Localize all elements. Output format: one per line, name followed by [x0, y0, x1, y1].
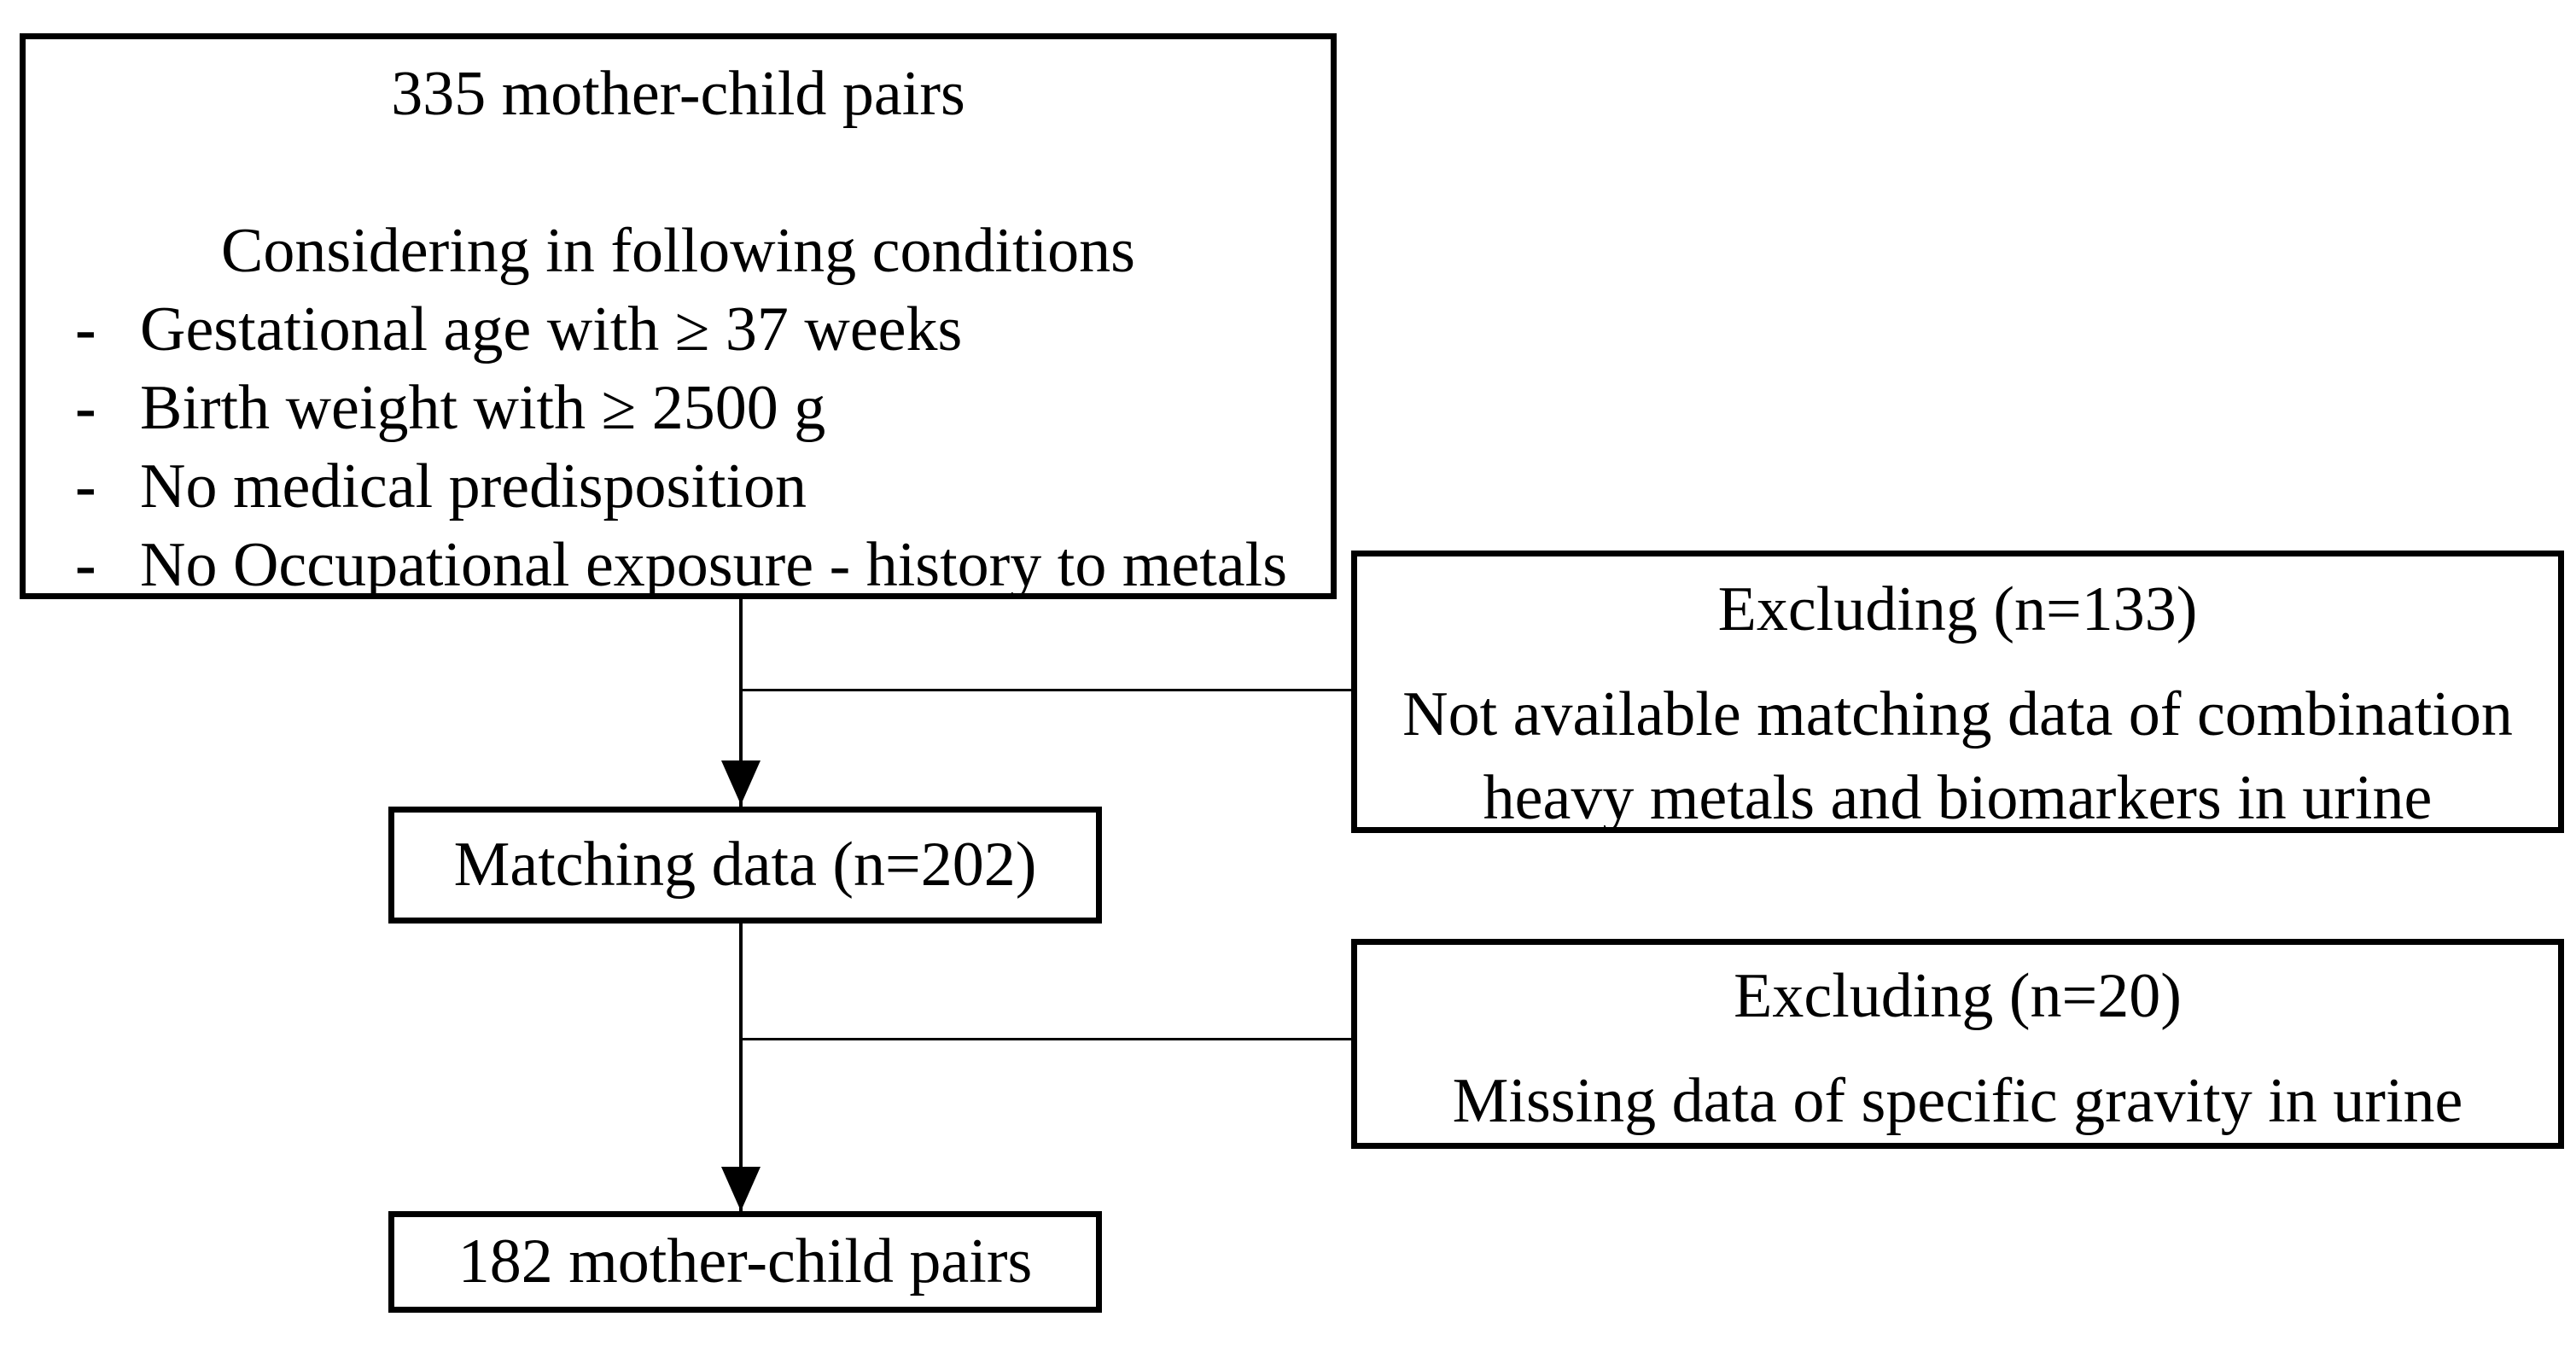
excluding-133-box: Excluding (n=133) Not available matching… — [1351, 551, 2564, 833]
connector-line-vertical-1 — [739, 599, 743, 807]
arrow-down-icon — [721, 1167, 761, 1211]
condition-item: - Birth weight with ≥ 2500 g — [26, 369, 1331, 447]
connector-line-branch-1 — [741, 689, 1351, 691]
condition-text: Gestational age with ≥ 37 weeks — [140, 294, 963, 364]
excluding-133-title: Excluding (n=133) — [1717, 574, 2198, 644]
eligibility-title: 335 mother-child pairs — [391, 59, 965, 129]
bullet-dash: - — [75, 373, 96, 443]
connector-line-vertical-2 — [739, 924, 743, 1211]
excluding-20-box: Excluding (n=20) Missing data of specifi… — [1351, 939, 2564, 1149]
connector-line-branch-2 — [741, 1038, 1351, 1040]
bullet-dash: - — [75, 294, 96, 364]
final-pairs-box: 182 mother-child pairs — [388, 1211, 1102, 1313]
final-pairs-label: 182 mother-child pairs — [458, 1227, 1033, 1296]
bullet-dash: - — [75, 530, 96, 600]
condition-text: No Occupational exposure - history to me… — [140, 530, 1287, 600]
bullet-dash: - — [75, 452, 96, 522]
excluding-20-reason: Missing data of specific gravity in urin… — [1452, 1066, 2463, 1136]
condition-text: Birth weight with ≥ 2500 g — [140, 373, 826, 443]
eligibility-box: 335 mother-child pairs Considering in fo… — [20, 33, 1337, 600]
arrow-down-icon — [721, 760, 761, 805]
conditions-list: - Gestational age with ≥ 37 weeks - Birt… — [26, 290, 1331, 604]
condition-text: No medical predisposition — [140, 452, 807, 522]
excluding-133-reason: Not available matching data of combinati… — [1402, 679, 2513, 833]
conditions-heading: Considering in following conditions — [221, 216, 1135, 286]
condition-item: - No Occupational exposure - history to … — [26, 526, 1331, 604]
excluding-20-title: Excluding (n=20) — [1734, 961, 2182, 1031]
matching-data-label: Matching data (n=202) — [453, 830, 1037, 900]
matching-data-box: Matching data (n=202) — [388, 807, 1102, 924]
condition-item: - No medical predisposition — [26, 447, 1331, 526]
condition-item: - Gestational age with ≥ 37 weeks — [26, 290, 1331, 369]
blank-line — [26, 133, 1331, 212]
